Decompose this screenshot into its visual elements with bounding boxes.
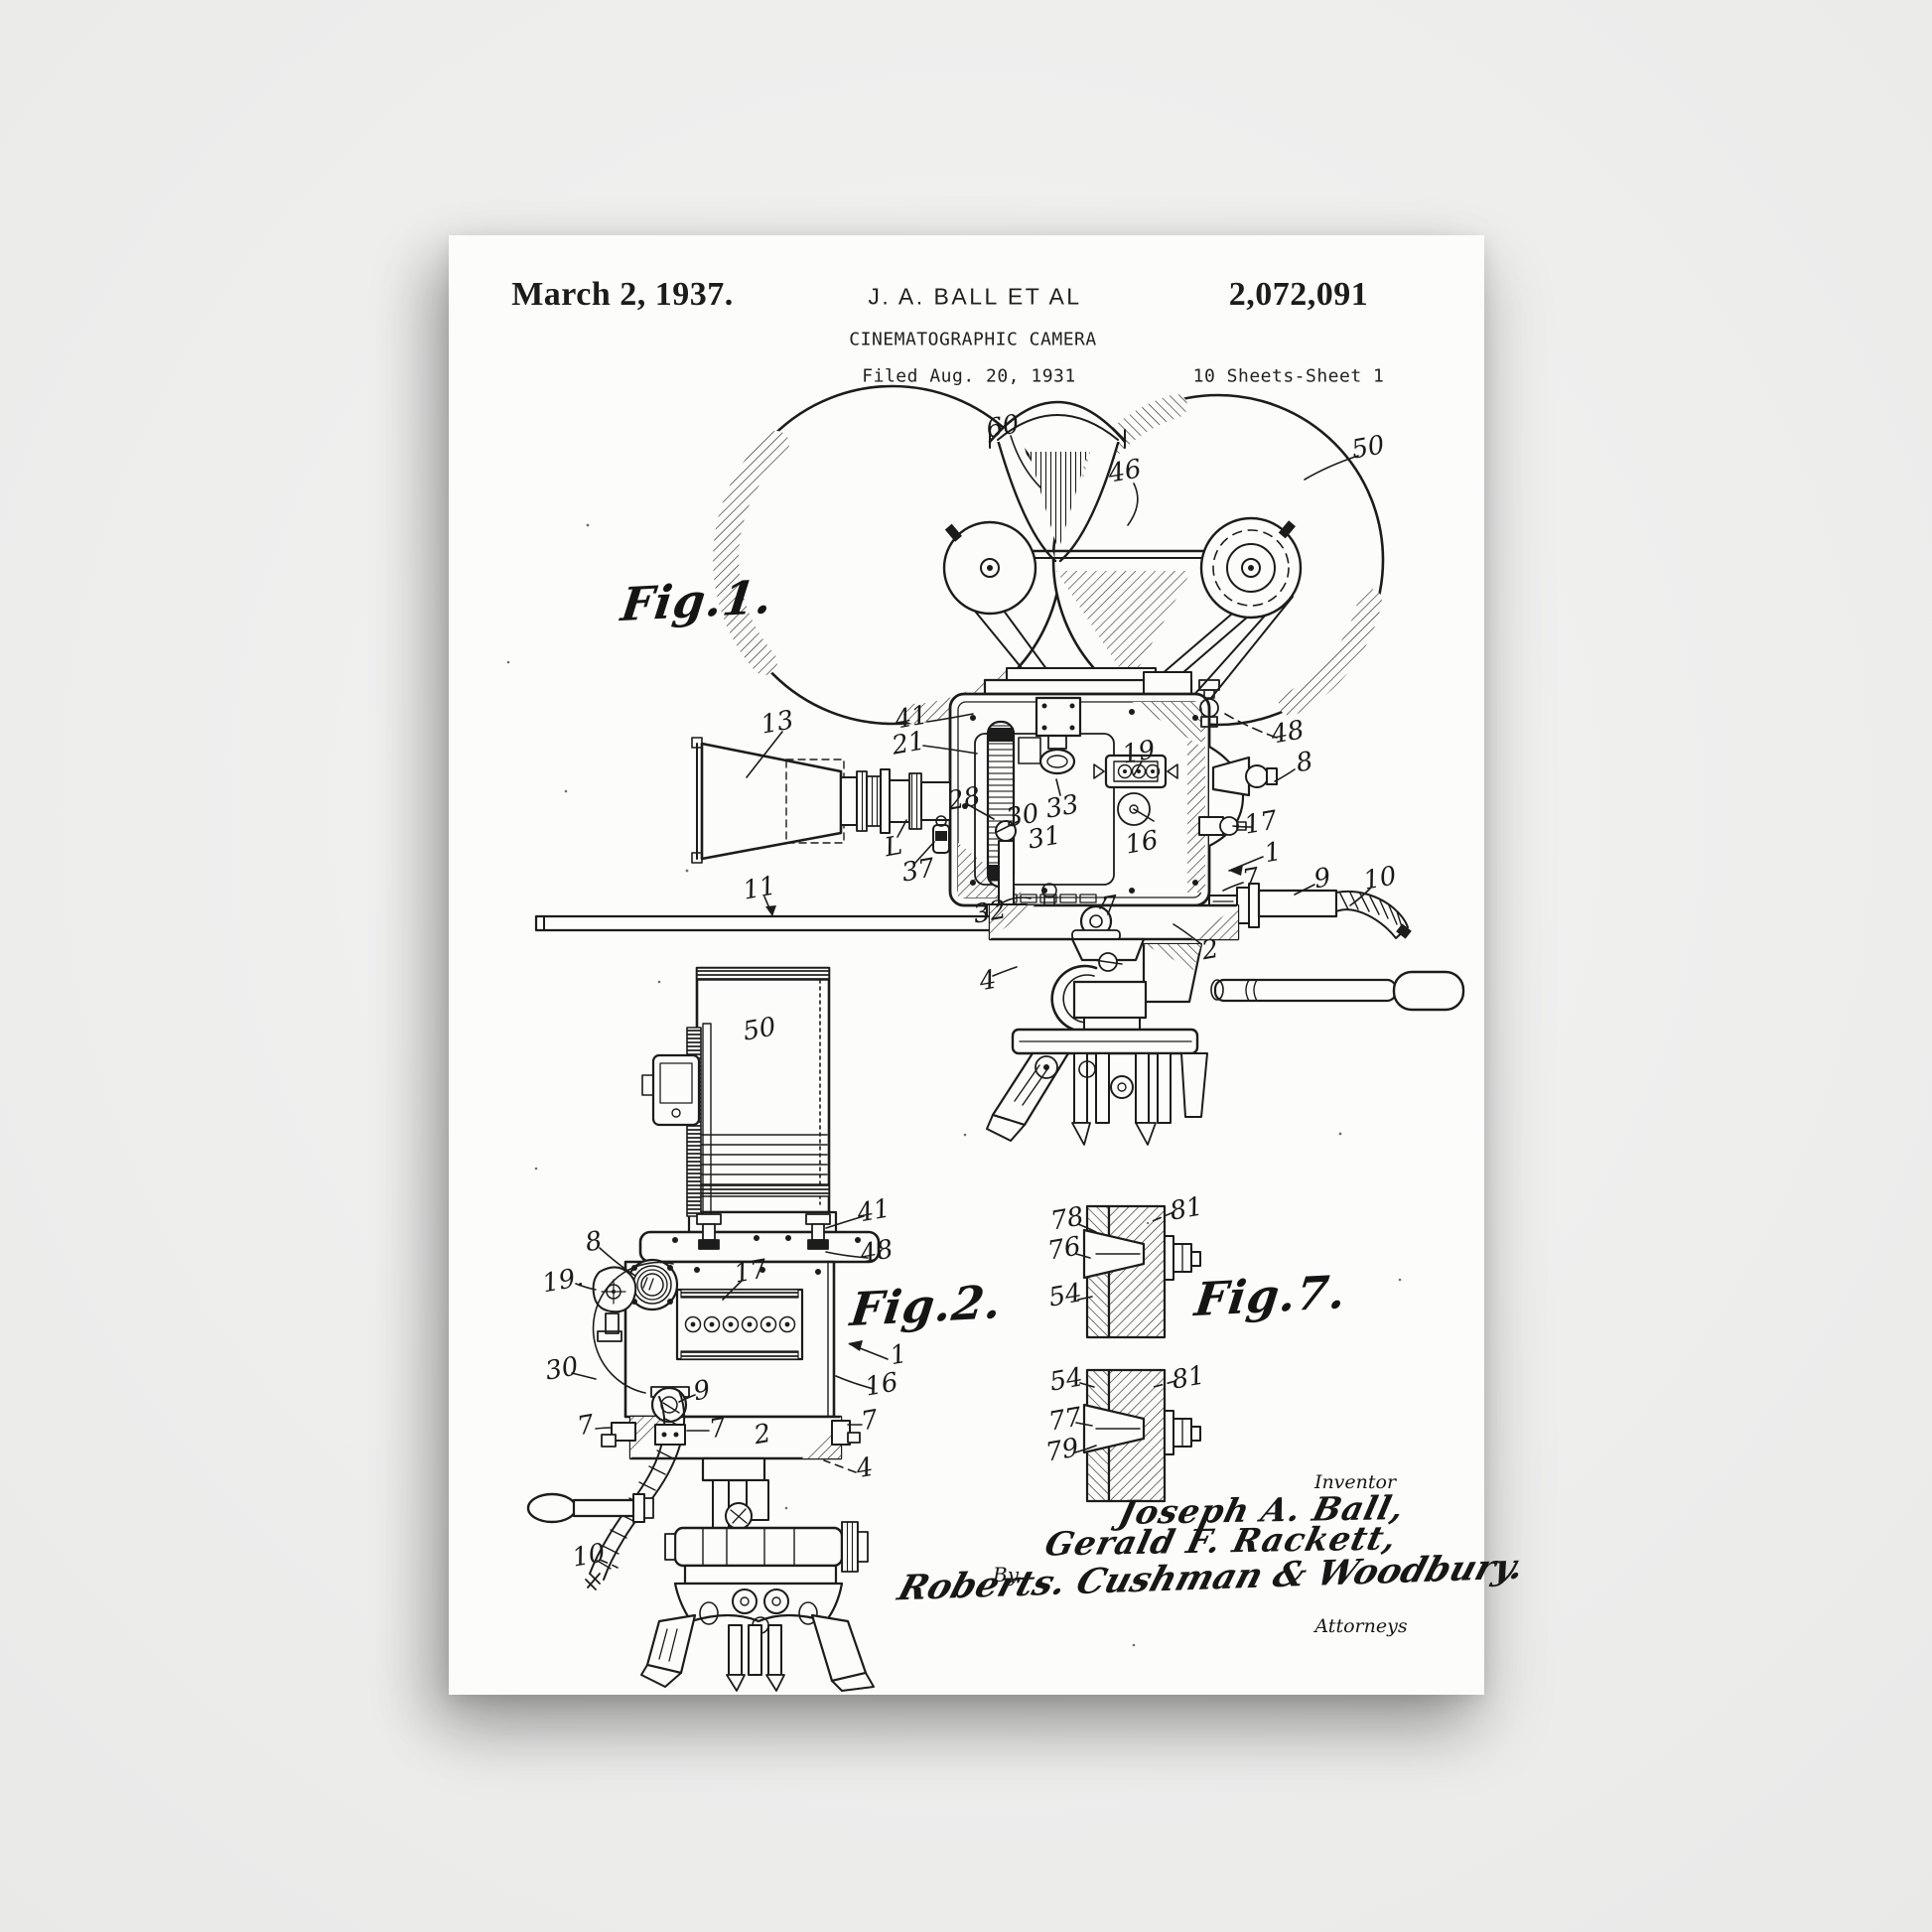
right-pulley	[1199, 516, 1303, 620]
magazine-fig2	[641, 966, 838, 1234]
fig7-drawing	[1074, 1204, 1201, 1503]
fig7-lower	[1082, 1368, 1201, 1503]
fig1-leaders	[746, 435, 1371, 977]
left-pulley	[942, 520, 1037, 616]
camera-body-fig1	[948, 692, 1211, 907]
fig7-leaders	[1074, 1211, 1176, 1453]
patent-sheet: March 2, 1937. J. A. BALL ET AL 2,072,09…	[449, 235, 1529, 1695]
tripod-fig2	[640, 1456, 875, 1692]
fig7-upper	[1082, 1204, 1201, 1339]
fig1-drawing	[534, 384, 1465, 1146]
lens-assembly	[691, 737, 1028, 917]
camera-base	[988, 903, 1240, 941]
fig2-leaders	[571, 1215, 889, 1569]
camera-body-fig2	[585, 1258, 861, 1590]
patent-drawing	[506, 384, 1465, 1692]
fig2-drawing	[526, 966, 889, 1692]
pan-handle	[1210, 970, 1465, 1012]
magazine-base-fig2	[638, 1213, 881, 1264]
crank-fig2	[526, 1492, 654, 1524]
tripod-fig1	[986, 937, 1208, 1146]
